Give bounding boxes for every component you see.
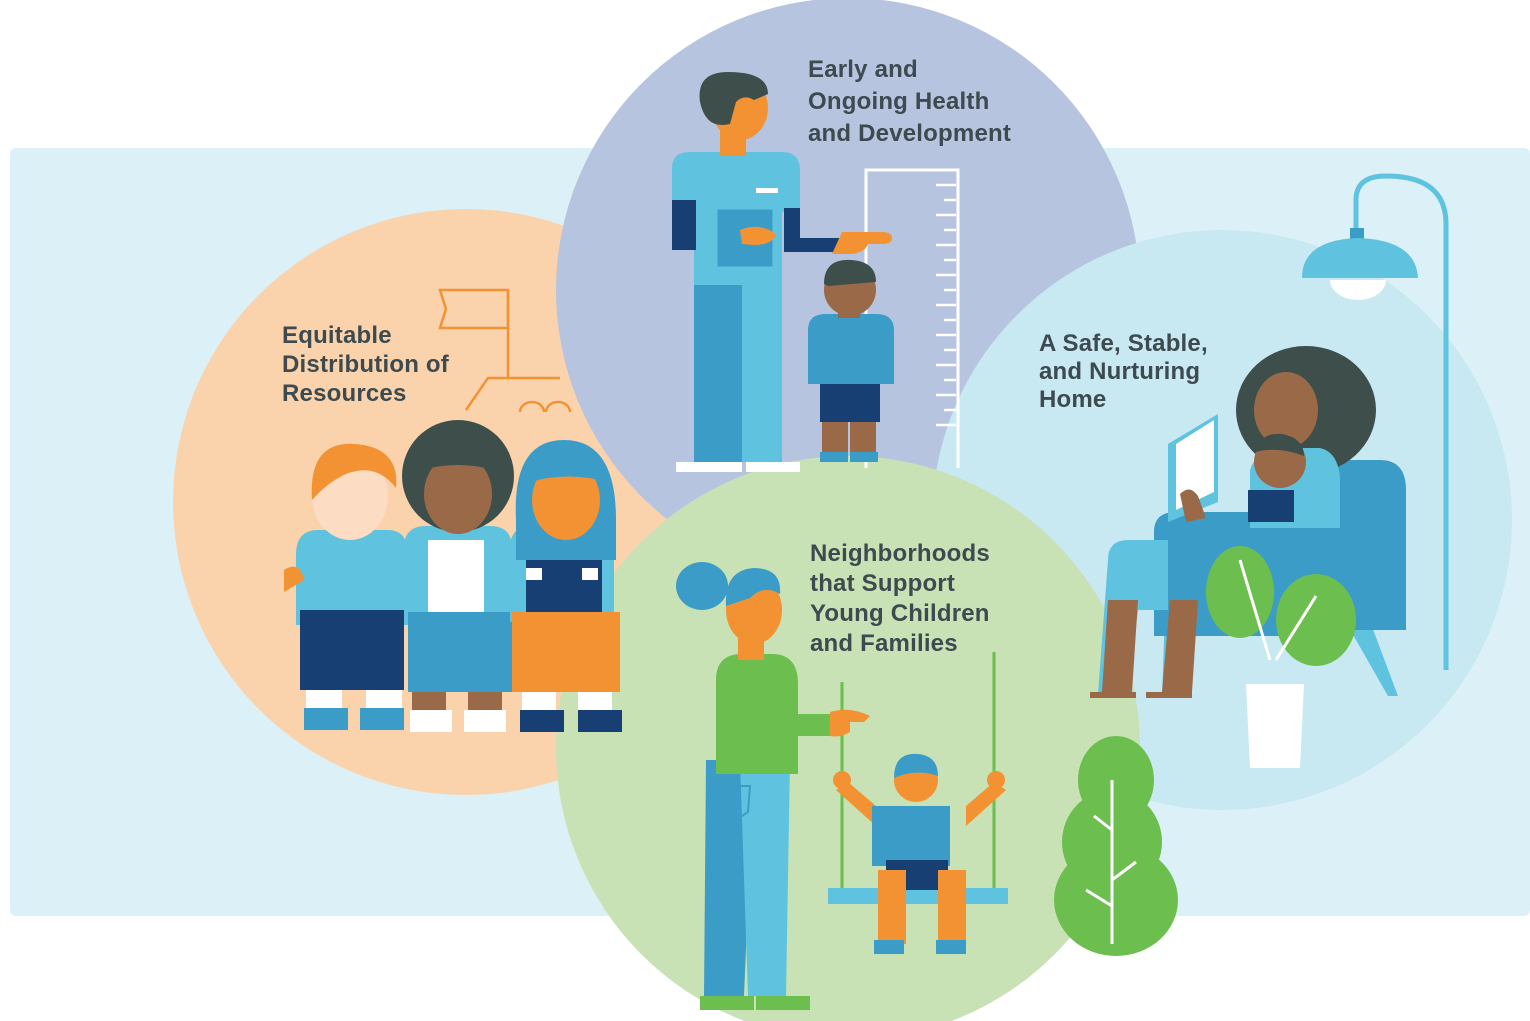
child-figure-3 (510, 440, 622, 732)
tree-icon (1054, 736, 1178, 956)
health-section-label: Early and Ongoing Health and Development (808, 56, 1012, 147)
child-figure-1 (284, 443, 408, 730)
floor-lamp-icon (1302, 173, 1449, 670)
child-measured-figure (808, 259, 894, 462)
three-children-figures (284, 420, 622, 732)
flag-icon (438, 288, 572, 413)
woman-pushing-swing-figure (676, 562, 870, 1010)
mother-reading-figure (1090, 346, 1376, 698)
home-section-label: A Safe, Stable, and Nurturing Home (1039, 330, 1208, 413)
child-on-swing-figure (833, 753, 1006, 954)
child-figure-2 (402, 420, 514, 732)
neighborhoods-section-label: Neighborhoods that Support Young Childre… (810, 540, 990, 657)
nurse-figure (672, 72, 892, 472)
potted-plant-icon (1206, 546, 1356, 768)
resources-section-label: Equitable Distribution of Resources (282, 322, 449, 407)
